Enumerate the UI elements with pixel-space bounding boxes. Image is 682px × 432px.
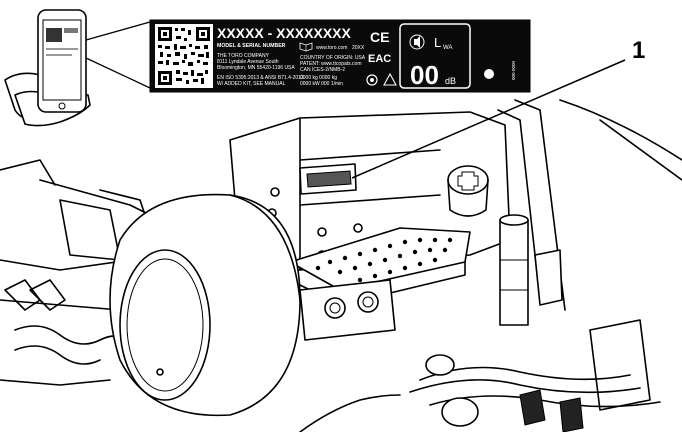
cylinder-post [499, 214, 529, 326]
sound-level-unit: dB [445, 76, 456, 86]
speaker-icon [409, 34, 425, 50]
front-tire [109, 193, 301, 417]
ce-mark: CE [370, 29, 389, 45]
side-bracket [534, 249, 563, 306]
company-address-2: Bloomington, MN 55420-1196 USA [217, 65, 295, 71]
triangle-cert-icon [383, 72, 397, 86]
can-ices-compliance: CAN ICES-2/NMB-2 [300, 67, 345, 73]
callout-1: 1 [351, 37, 645, 179]
weight-rating: 0000 kg 0000 kg [300, 75, 337, 81]
side-box [589, 319, 651, 411]
model-serial-label: MODEL & SERIAL NUMBER [217, 43, 286, 49]
standard-line-2: W/ ADDED KIT, SEE MANUAL [217, 81, 286, 87]
hood-edge [599, 119, 682, 181]
qr-code [155, 24, 213, 88]
phone-screen-qr [46, 28, 78, 56]
control-knobs [324, 291, 379, 319]
plate-background [149, 19, 531, 93]
serial-number-plate: XXXXX - XXXXXXXX MODEL & SERIAL NUMBER T… [149, 19, 531, 93]
serial-plate-location [299, 163, 357, 195]
manual-book-icon [299, 42, 313, 52]
chassis-line [299, 149, 441, 161]
sound-level-value: 00 [410, 60, 439, 90]
standard-line-1: EN ISO 5395:2013 & ANSI B71.4-2012 [217, 75, 304, 81]
manufacture-year: 20XX [352, 45, 365, 51]
website: www.toro.com [316, 45, 347, 51]
lower-panel [299, 279, 396, 341]
certification-seal-icon [366, 74, 378, 86]
part-code: 000-0000 [511, 60, 516, 80]
phone-scanning-hand [4, 9, 151, 127]
sound-level-box: L WA 00 dB [399, 23, 471, 90]
hood-top-edge [559, 99, 682, 161]
mower-machine-illustration [0, 99, 682, 432]
model-serial-number: XXXXX - XXXXXXXX [217, 25, 351, 41]
smartphone [37, 9, 87, 113]
frame-tube [497, 109, 541, 301]
eac-mark: EAC [368, 53, 391, 65]
fuel-cap [447, 165, 489, 217]
country-of-origin: COUNTRY OF ORIGIN: USA [300, 55, 366, 61]
company-address-1: 8111 Lyndale Avenue South [217, 59, 279, 65]
chassis-line [299, 194, 441, 206]
lwa-subscript: WA [443, 45, 452, 51]
phone-home-button [58, 102, 66, 110]
patent-info: PATENT: www.ttcopats.com [300, 61, 362, 67]
lwa-symbol: L [434, 35, 441, 50]
power-rating: 0000 kW 000 1/min [300, 81, 343, 87]
company-name: THE TORO COMPANY [217, 53, 270, 59]
scan-beam [85, 21, 151, 89]
callout-number: 1 [632, 37, 645, 64]
hydraulic-hoses [299, 354, 661, 432]
indicator-dot [484, 69, 494, 79]
callout-leader-line [351, 59, 626, 179]
phone-screen [42, 19, 82, 101]
